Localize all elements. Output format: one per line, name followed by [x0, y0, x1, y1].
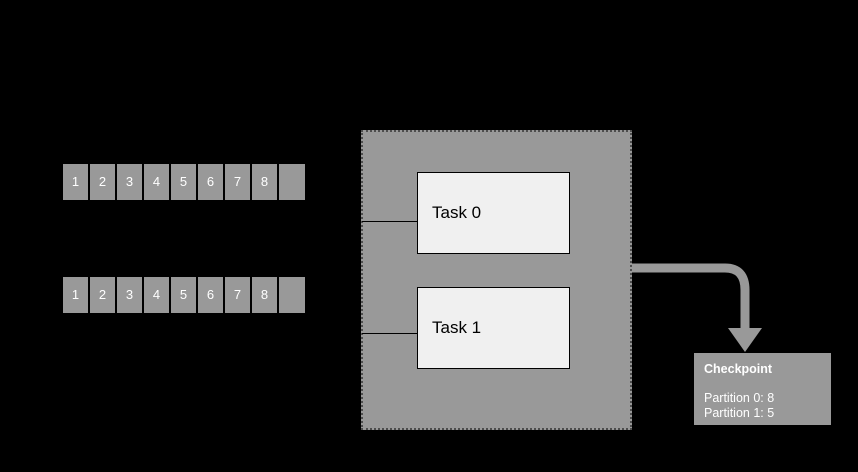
stream-cell: 8 — [252, 164, 277, 200]
task-box-1: Task 1 — [417, 287, 570, 369]
connector-line-task-0 — [362, 221, 418, 222]
partition-0-stream: 1 2 3 4 5 6 7 8 — [63, 164, 305, 200]
checkpoint-arrow-icon — [632, 263, 762, 352]
stream-cell: 2 — [90, 164, 115, 200]
stream-cell-empty — [279, 164, 305, 200]
stream-cell: 3 — [117, 164, 142, 200]
stream-cell: 3 — [117, 277, 142, 313]
stream-cell: 7 — [225, 277, 250, 313]
connector-line-task-1 — [362, 333, 418, 334]
checkpoint-title: Checkpoint — [704, 362, 773, 376]
stream-cell: 5 — [171, 164, 196, 200]
stream-cell-empty — [279, 277, 305, 313]
stream-cell: 8 — [252, 277, 277, 313]
stream-cell: 5 — [171, 277, 196, 313]
stream-cell: 2 — [90, 277, 115, 313]
stream-cell: 1 — [63, 277, 88, 313]
partition-1-stream: 1 2 3 4 5 6 7 8 — [63, 277, 305, 313]
checkpoint-partition-line: Partition 0: 8 — [704, 391, 775, 405]
stream-cell: 6 — [198, 277, 223, 313]
checkpoint-partition-line: Partition 1: 5 — [704, 406, 775, 420]
task-label: Task 1 — [432, 318, 482, 337]
stream-cell: 4 — [144, 277, 169, 313]
stream-cell: 1 — [63, 164, 88, 200]
task-label: Task 0 — [432, 203, 482, 222]
stream-cell: 6 — [198, 164, 223, 200]
checkpoint-lines: Partition 0: 8 Partition 1: 5 — [704, 391, 831, 421]
checkpoint-box: Checkpoint Partition 0: 8 Partition 1: 5 — [694, 353, 831, 425]
stream-cell: 7 — [225, 164, 250, 200]
stream-cell: 4 — [144, 164, 169, 200]
task-box-0: Task 0 — [417, 172, 570, 254]
